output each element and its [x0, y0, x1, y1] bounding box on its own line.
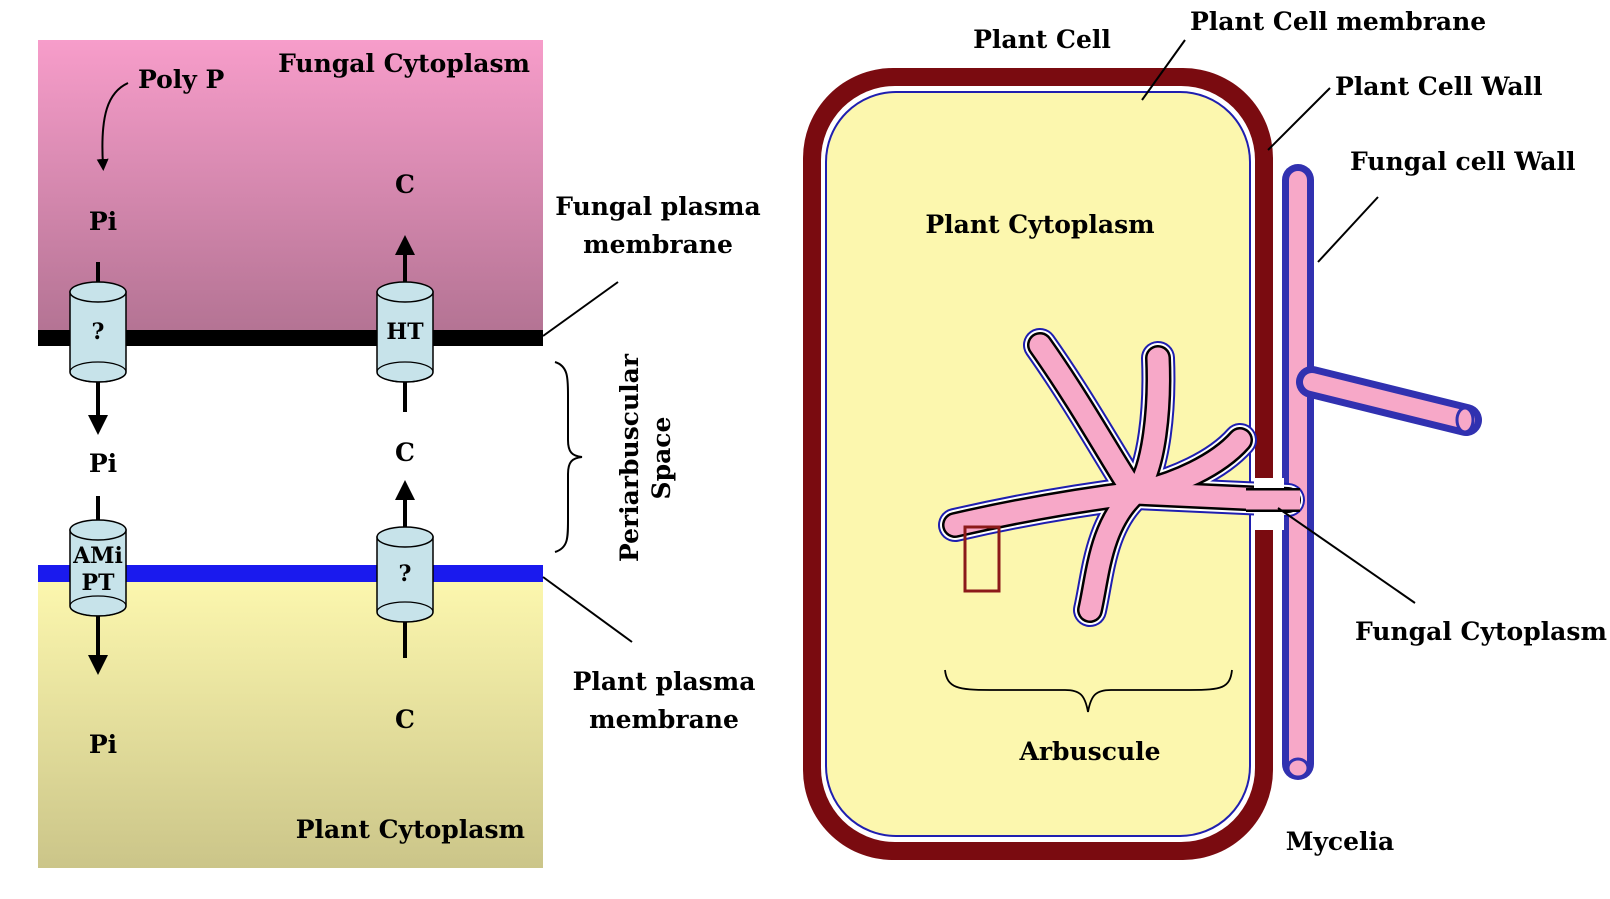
plant-cell-label: Plant Cell: [973, 25, 1111, 54]
svg-text:?: ?: [399, 561, 412, 587]
fungal-cell-wall-leader: [1317, 196, 1379, 263]
arbuscule-label: Arbuscule: [1018, 737, 1160, 766]
plant-cell-wall-leader: [1267, 87, 1331, 151]
c-mid-label: C: [395, 438, 415, 467]
transporter-plant-c: ?: [376, 526, 434, 623]
periarbuscular-label: Periarbuscular: [615, 353, 644, 562]
svg-text:AMi: AMi: [72, 543, 123, 569]
fungal-cytoplasm-label: Fungal Cytoplasm: [278, 49, 530, 78]
plant-membrane-label: Plant plasma: [573, 667, 756, 696]
fungal-cytoplasm-right-label: Fungal Cytoplasm: [1355, 617, 1607, 646]
c-top-label: C: [395, 170, 415, 199]
plant-cell-wall-label: Plant Cell Wall: [1335, 72, 1543, 101]
plant-cell-membrane-label: Plant Cell membrane: [1190, 7, 1486, 36]
fungal-cell-wall-label: Fungal cell Wall: [1350, 147, 1575, 176]
plant-cell-membrane-leader: [1141, 39, 1186, 101]
svg-text:PT: PT: [82, 570, 116, 596]
arbuscule-brace: [944, 669, 1233, 713]
fungal-membrane-leader: [542, 281, 619, 337]
left-panel: Fungal Cytoplasm Plant Cytoplasm Poly P …: [38, 40, 761, 868]
transporter-ami-pt: AMi PT: [69, 519, 127, 617]
mycelia-label: Mycelia: [1286, 827, 1395, 856]
periarbuscular-label-2: Space: [647, 417, 676, 500]
fungal-membrane-label: Fungal plasma: [555, 192, 760, 221]
plant-membrane-label-2: membrane: [589, 705, 739, 734]
plant-cytoplasm-right-label: Plant Cytoplasm: [925, 210, 1154, 239]
pi-bottom-label: Pi: [89, 730, 117, 759]
plant-cell-membrane: [825, 91, 1251, 837]
plant-cytoplasm-region: [38, 581, 543, 868]
highlight-box: [963, 525, 1001, 593]
c-bottom-label: C: [395, 705, 415, 734]
fungal-hypha: [1282, 164, 1482, 780]
poly-p-arrow: [96, 82, 129, 171]
plant-membrane-leader: [542, 576, 633, 643]
plant-cytoplasm-label: Plant Cytoplasm: [296, 815, 525, 844]
periarbuscular-brace: [554, 361, 583, 553]
arbuscule: [938, 328, 1305, 627]
fungal-cytoplasm-leader: [1277, 507, 1416, 604]
poly-p-label: Poly P: [138, 65, 225, 94]
right-panel: Plant Cell Plant Cell membrane Plant Cel…: [803, 7, 1607, 860]
transporter-ht: HT: [376, 281, 434, 383]
fungal-cytoplasm-region: [38, 40, 543, 335]
fungal-membrane-label-2: membrane: [583, 230, 733, 259]
svg-text:?: ?: [92, 319, 105, 345]
pi-mid-label: Pi: [89, 449, 117, 478]
svg-text:HT: HT: [386, 319, 424, 345]
transporter-fungal-pi: ?: [69, 281, 127, 383]
pi-top-label: Pi: [89, 207, 117, 236]
